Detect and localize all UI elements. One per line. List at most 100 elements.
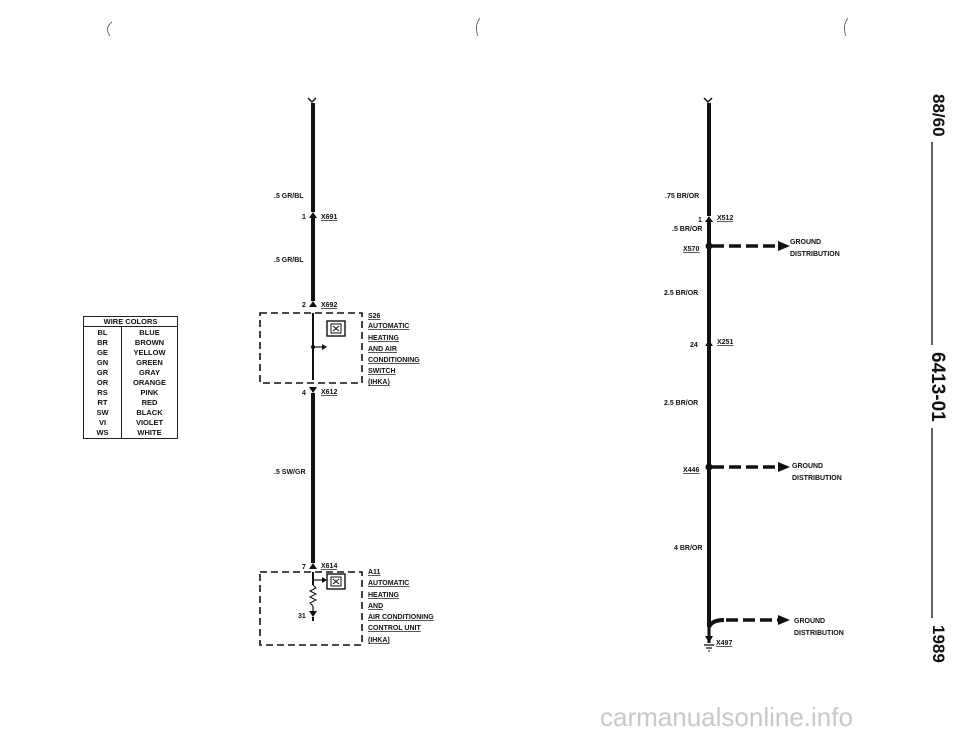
connector-label: X691 xyxy=(321,214,337,221)
connector-icon xyxy=(705,216,713,222)
ground-label: GROUND xyxy=(790,239,821,246)
connector-icon xyxy=(705,636,713,643)
legend-name: GREEN xyxy=(136,358,163,367)
splice-label: X570 xyxy=(683,246,699,253)
wire-label: .75 BR/OR xyxy=(665,193,699,200)
switch-id: S26 xyxy=(368,313,381,320)
legend-name: ORANGE xyxy=(133,378,166,387)
legend-name: RED xyxy=(141,398,158,407)
legend-code: GR xyxy=(96,368,109,377)
side-page-number: 6413-01 xyxy=(927,352,948,422)
connector-icon xyxy=(309,212,317,218)
connector-label: X692 xyxy=(321,302,337,309)
wire-label: .5 GR/BL xyxy=(274,193,304,200)
unit-desc-line: (IHKA) xyxy=(368,637,390,644)
connector-label: X612 xyxy=(321,389,337,396)
unit-desc-line: AND xyxy=(368,603,383,610)
connector-label: X497 xyxy=(716,640,732,647)
pin-number: 24 xyxy=(690,342,698,349)
arrow-icon xyxy=(322,344,327,350)
legend-name: BROWN xyxy=(134,338,165,347)
connector-icon xyxy=(309,563,317,569)
switch-desc-line: CONDITIONING xyxy=(368,357,420,364)
wire-label: 2.5 BR/OR xyxy=(664,400,698,407)
legend-title: WIRE COLORS xyxy=(84,317,177,327)
switch-symbol-icon xyxy=(326,320,346,337)
ground-label: DISTRIBUTION xyxy=(794,630,844,637)
legend-code: WS xyxy=(96,428,109,437)
connector-label: X614 xyxy=(321,563,337,570)
switch-desc-line: SWITCH xyxy=(368,368,396,375)
control-unit-boundary xyxy=(259,571,363,646)
ground-wire xyxy=(707,618,725,628)
wire-break-icon xyxy=(307,97,317,104)
connector-icon xyxy=(309,611,317,617)
pin-number: 1 xyxy=(302,214,306,221)
pin-number: 2 xyxy=(302,302,306,309)
unit-desc-line: AIR CONDITIONING xyxy=(368,614,434,621)
switch-boundary xyxy=(259,312,363,384)
pin-number: 1 xyxy=(698,217,702,224)
ground-label: GROUND xyxy=(792,463,823,470)
unit-desc-line: HEATING xyxy=(368,592,400,599)
wire-label: .5 GR/BL xyxy=(274,257,304,264)
legend-names: BLUE BROWN YELLOW GREEN GRAY ORANGE PINK… xyxy=(122,327,177,438)
switch-desc-line: HEATING xyxy=(368,335,400,342)
legend-code: RS xyxy=(97,388,108,397)
switch-desc-line: (IHKA) xyxy=(368,379,390,386)
ground-arrow-icon xyxy=(778,615,790,625)
switch-inner-icon xyxy=(330,323,342,334)
legend-code: GE xyxy=(97,348,108,357)
connector-icon xyxy=(309,387,317,393)
legend-name: WHITE xyxy=(137,428,162,437)
wire-color-legend: WIRE COLORS BL BR GE GN GR OR RS RT SW V… xyxy=(83,316,178,439)
control-unit-inner-icon xyxy=(330,576,342,587)
watermark: carmanualsonline.info xyxy=(600,702,853,732)
unit-desc-line: CONTROL UNIT xyxy=(368,625,421,632)
wire-label: .5 BR/OR xyxy=(672,226,702,233)
legend-code: RT xyxy=(97,398,108,407)
legend-name: VIOLET xyxy=(135,418,164,427)
connector-icon xyxy=(309,301,317,307)
ground-arrow-icon xyxy=(778,462,790,472)
legend-name: YELLOW xyxy=(133,348,166,357)
unit-id: A11 xyxy=(368,569,381,576)
connector-label: X251 xyxy=(717,339,733,346)
connector-label: X512 xyxy=(717,215,733,222)
legend-name: PINK xyxy=(140,388,159,397)
side-year: 1989 xyxy=(929,625,948,663)
ground-label: GROUND xyxy=(794,618,825,625)
legend-codes: BL BR GE GN GR OR RS RT SW VI WS xyxy=(84,327,122,438)
scan-mark xyxy=(107,21,113,37)
switch-desc-line: AND AIR xyxy=(368,346,397,353)
control-unit-symbol-icon xyxy=(326,573,346,590)
splice-dot xyxy=(705,463,713,471)
legend-name: BLACK xyxy=(136,408,163,417)
scan-mark xyxy=(844,17,849,37)
legend-code: SW xyxy=(96,408,109,417)
legend-code: BR xyxy=(97,338,108,347)
legend-name: GRAY xyxy=(139,368,160,377)
scan-mark xyxy=(476,17,481,37)
switch-desc-line: AUTOMATIC xyxy=(368,323,409,330)
legend-code: GN xyxy=(96,358,109,367)
wire-label: .5 SW/GR xyxy=(274,469,306,476)
legend-code: BL xyxy=(97,328,108,337)
legend-code: VI xyxy=(98,418,107,427)
side-date: 88/60 xyxy=(929,94,948,137)
legend-name: BLUE xyxy=(139,328,160,337)
ground-label: DISTRIBUTION xyxy=(790,251,840,258)
unit-desc-line: AUTOMATIC xyxy=(368,580,409,587)
splice-dot xyxy=(705,242,713,250)
pin-number: 7 xyxy=(302,564,306,571)
wire-label: 2.5 BR/OR xyxy=(664,290,698,297)
splice-label: X446 xyxy=(683,467,699,474)
connector-icon xyxy=(705,340,713,346)
pin-number: 31 xyxy=(298,613,306,620)
legend-code: OR xyxy=(96,378,109,387)
wire-label: 4 BR/OR xyxy=(674,545,702,552)
ground-arrow-icon xyxy=(778,241,790,251)
arrow-icon xyxy=(322,577,327,583)
junction-dot xyxy=(311,345,315,349)
